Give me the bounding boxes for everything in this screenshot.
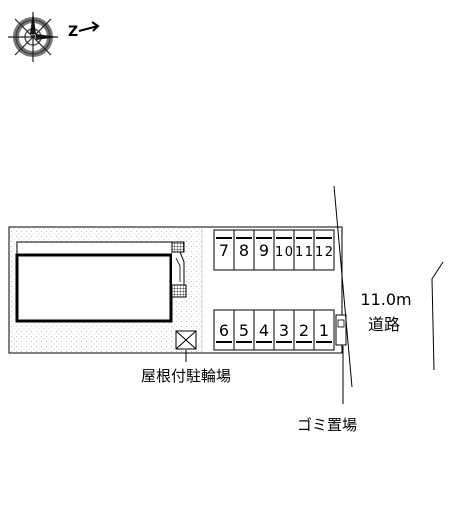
parking-space: 9 xyxy=(253,229,275,271)
parking-space: 12 xyxy=(313,229,335,271)
road-width-label: 11.0m xyxy=(360,290,411,309)
stairs-bottom xyxy=(171,284,187,298)
road: 11.0m 道路 xyxy=(333,185,444,388)
compass-label: Z xyxy=(68,24,78,40)
garbage-area-label: ゴミ置場 xyxy=(297,416,357,434)
bicycle-parking: 屋根付駐輪場 xyxy=(141,330,231,385)
compass: Z xyxy=(8,12,100,62)
parking-space-number: 11 xyxy=(295,245,313,260)
parking-space: 2 xyxy=(293,309,315,351)
parking-space-number: 9 xyxy=(259,241,269,260)
parking-space: 4 xyxy=(253,309,275,351)
parking-space: 11 xyxy=(293,229,315,271)
parking-space: 10 xyxy=(273,229,295,271)
parking-space-number: 2 xyxy=(299,321,309,340)
parking-space: 3 xyxy=(273,309,295,351)
bicycle-parking-label: 屋根付駐輪場 xyxy=(141,367,231,385)
parking-space: 7 xyxy=(213,229,235,271)
parking-space-number: 12 xyxy=(315,245,333,260)
parking-space-number: 6 xyxy=(219,321,229,340)
parking-space-number: 8 xyxy=(239,241,249,260)
parking-space-number: 5 xyxy=(239,321,249,340)
parking-space-number: 10 xyxy=(275,245,293,260)
north-arrow-icon xyxy=(78,21,100,32)
garbage-area: ゴミ置場 xyxy=(297,314,357,434)
parking-space: 5 xyxy=(233,309,255,351)
parking-space-number: 4 xyxy=(259,321,269,340)
parking-space: 6 xyxy=(213,309,235,351)
parking-space: 1 xyxy=(313,309,335,351)
building xyxy=(15,241,187,323)
stairs-top xyxy=(171,241,185,253)
parking-space-outline xyxy=(313,229,335,271)
parking-space-outline xyxy=(313,309,335,351)
compass-rose-icon xyxy=(8,12,58,62)
parking-space-number: 1 xyxy=(319,321,329,340)
parking-space-number: 3 xyxy=(279,321,289,340)
parking-space-number: 7 xyxy=(219,241,229,260)
parking-space: 8 xyxy=(233,229,255,271)
road-label: 道路 xyxy=(368,315,400,334)
